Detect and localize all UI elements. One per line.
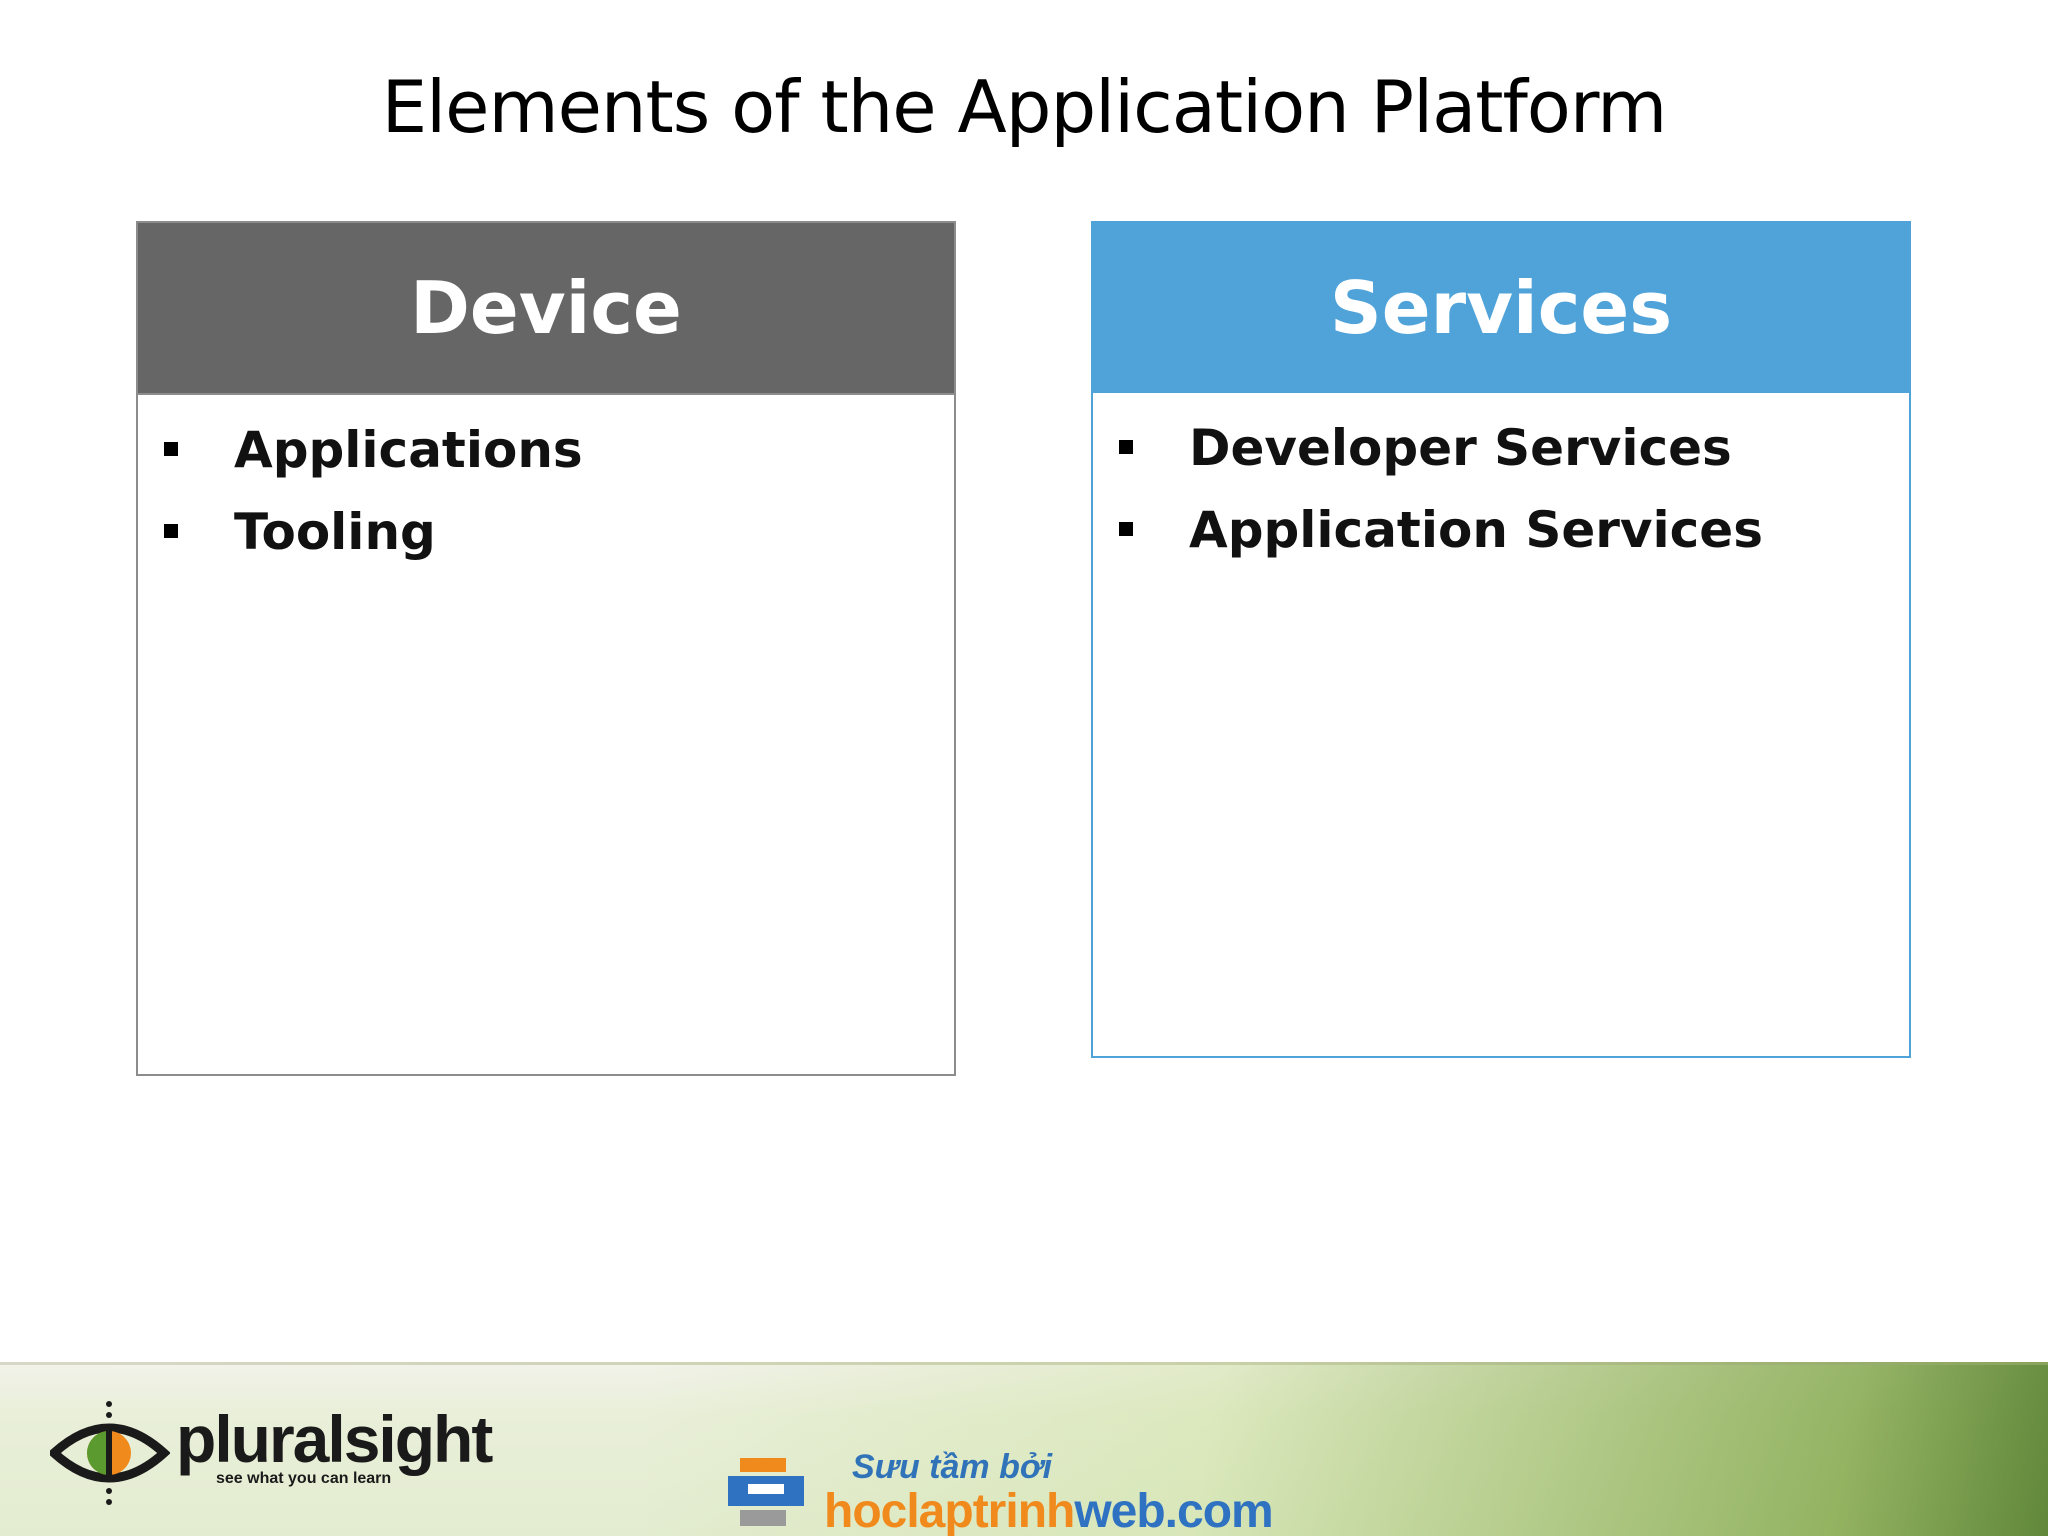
services-panel: Services Developer Services Application …: [1091, 221, 1911, 1058]
bullet-text: Application Services: [1189, 501, 1763, 559]
bullet-item: Applications: [138, 409, 954, 491]
watermark-caption: Sưu tầm bởi: [852, 1448, 1053, 1486]
square-bullet-icon: [164, 524, 178, 538]
bullet-text: Applications: [234, 421, 583, 479]
footer-band: [0, 1362, 2048, 1536]
footer-divider: [0, 1362, 2048, 1365]
device-panel: Device Applications Tooling: [136, 221, 956, 1076]
services-bullet-list: Developer Services Application Services: [1093, 393, 1909, 571]
bullet-text: Tooling: [234, 503, 436, 561]
bullet-item: Application Services: [1093, 489, 1909, 571]
bullet-item: Tooling: [138, 491, 954, 573]
square-bullet-icon: [1119, 522, 1133, 536]
bullet-text: Developer Services: [1189, 419, 1732, 477]
footer-gradient-wave: [648, 1365, 2048, 1536]
bullet-item: Developer Services: [1093, 407, 1909, 489]
hoclaptrinhweb-logo-icon: [728, 1458, 804, 1526]
hoclaptrinhweb-watermark: Sưu tầm bởi hoclaptrinhweb.com: [726, 1448, 1346, 1536]
logo-tagline: see what you can learn: [216, 1470, 392, 1487]
watermark-domain: hoclaptrinhweb.com: [824, 1484, 1274, 1536]
watermark-domain-part1: hoclaptrinh: [824, 1485, 1075, 1536]
slide-title: Elements of the Application Platform: [381, 65, 1668, 149]
square-bullet-icon: [1119, 440, 1133, 454]
pluralsight-eye-logo-icon: [50, 1401, 170, 1505]
logo-wordmark: pluralsight: [176, 1402, 493, 1476]
watermark-domain-part2: web.com: [1074, 1485, 1273, 1536]
square-bullet-icon: [164, 442, 178, 456]
device-bullet-list: Applications Tooling: [138, 395, 954, 573]
device-panel-header: Device: [138, 223, 954, 395]
services-panel-header: Services: [1093, 223, 1909, 393]
pluralsight-logo: pluralsight see what you can learn: [50, 1398, 520, 1508]
